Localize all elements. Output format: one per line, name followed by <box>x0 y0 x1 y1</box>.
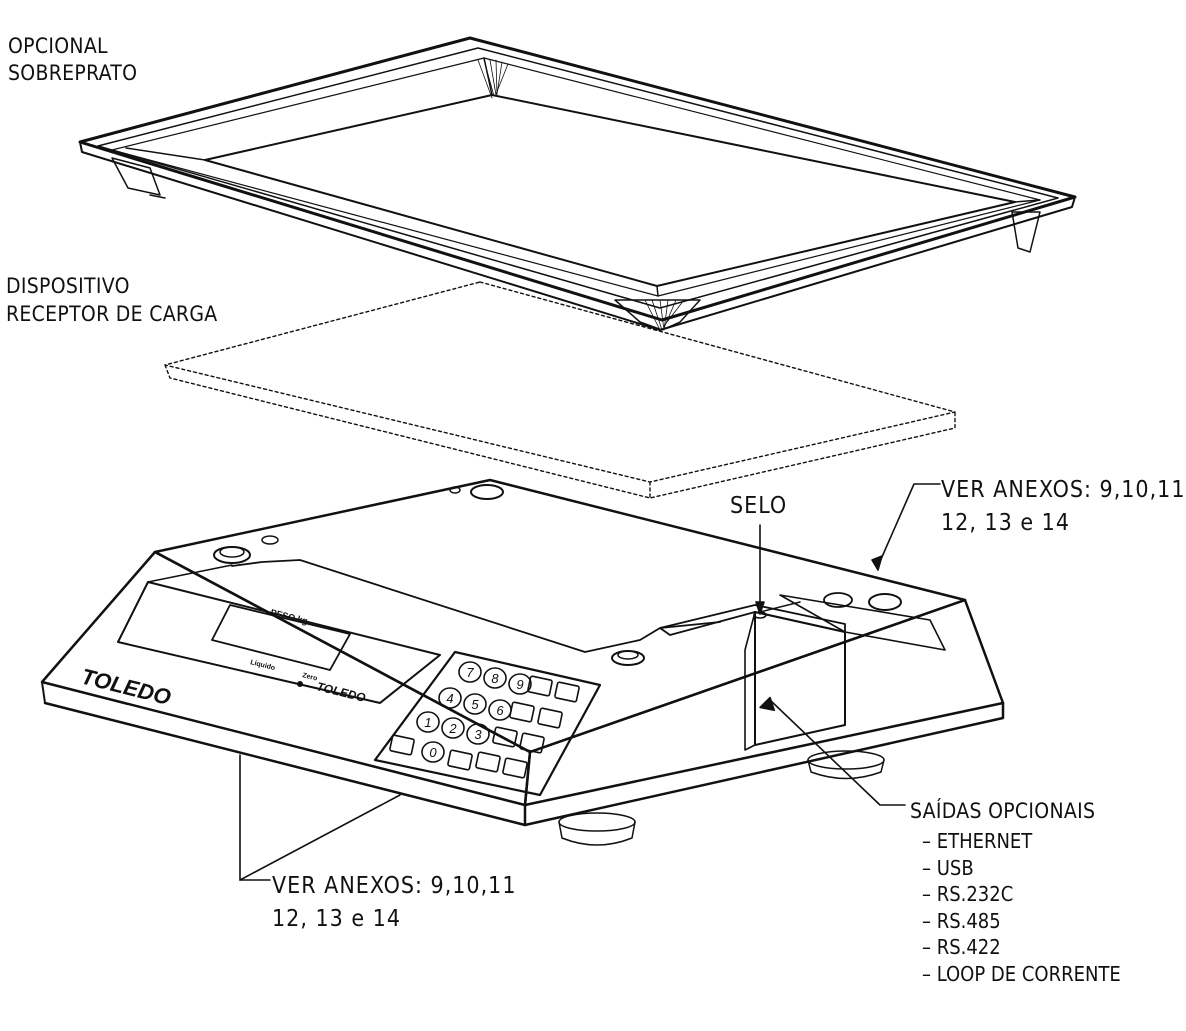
keypad-function-key <box>554 681 580 703</box>
keypad-function-key <box>519 732 545 754</box>
keypad-key-2 <box>441 717 465 739</box>
label-load-receptor: DISPOSITIVO RECEPTOR DE CARGA <box>6 272 218 328</box>
label-optional-tray-line2: SOBREPRATO <box>8 61 138 85</box>
label-annexes-bottom: VER ANEXOS: 9,10,11 12, 13 e 14 <box>272 870 517 936</box>
keypad-key-5 <box>463 693 487 715</box>
keypad-key-1 <box>416 711 440 733</box>
optional-outputs-list: ETHERNET USB RS.232C RS.485 RS.422 LOOP … <box>922 828 1121 987</box>
keypad-digit-1: 1 <box>424 715 431 730</box>
output-item-current-loop: LOOP DE CORRENTE <box>922 961 1121 988</box>
display-label-zero: Zero <box>302 672 318 682</box>
scale-foot <box>558 750 885 846</box>
label-load-receptor-line2: RECEPTOR DE CARGA <box>6 302 218 326</box>
load-receptor-plate <box>164 281 956 499</box>
keypad-key-3 <box>466 723 490 745</box>
label-annexes-top-line1: VER ANEXOS: 9,10,11 <box>941 477 1186 503</box>
keypad-digit-3: 3 <box>474 727 482 742</box>
keypad-key-0 <box>421 741 445 763</box>
keypad-function-key <box>475 751 501 773</box>
keypad-keys: 7 8 9 4 5 6 1 2 3 0 <box>389 661 580 779</box>
label-seal-text: SELO <box>730 493 788 519</box>
keypad-digit-4: 4 <box>446 691 453 706</box>
keypad-key-9 <box>508 673 532 695</box>
output-item-ethernet: ETHERNET <box>922 828 1121 855</box>
keypad-digit-6: 6 <box>496 703 504 718</box>
keypad-digit-8: 8 <box>491 671 499 686</box>
sobreprato-tray <box>78 36 1077 331</box>
label-annexes-top-line2: 12, 13 e 14 <box>941 510 1070 536</box>
output-item-rs422: RS.422 <box>922 934 1121 961</box>
keypad-function-key <box>389 734 415 756</box>
label-annexes-top: VER ANEXOS: 9,10,11 12, 13 e 14 <box>941 474 1186 540</box>
logo-dot-icon <box>297 681 303 687</box>
keypad-function-key <box>447 749 473 771</box>
label-optional-outputs: SAÍDAS OPCIONAIS <box>910 798 1095 825</box>
brand-logo-display: TOLEDO <box>315 679 367 705</box>
label-annexes-bottom-line1: VER ANEXOS: 9,10,11 <box>272 873 517 899</box>
keypad-function-key <box>537 707 563 729</box>
leader-lines <box>239 483 941 881</box>
scale-body: 7 8 9 4 5 6 1 2 3 0 <box>40 478 1005 846</box>
label-load-receptor-line1: DISPOSITIVO <box>6 274 130 298</box>
keypad-digit-7: 7 <box>466 665 474 680</box>
label-seal: SELO <box>730 490 787 523</box>
keypad-digit-5: 5 <box>471 697 479 712</box>
keypad-function-key <box>492 726 518 748</box>
display-label-net: Líquido <box>250 659 276 672</box>
label-optional-tray: OPCIONAL SOBREPRATO <box>8 33 137 87</box>
output-item-usb: USB <box>922 855 1121 882</box>
keypad-function-key <box>502 757 528 779</box>
label-optional-tray-line1: OPCIONAL <box>8 34 108 58</box>
keypad-key-7 <box>458 661 482 683</box>
keypad-digit-2: 2 <box>448 721 457 736</box>
keypad-function-key <box>509 701 535 723</box>
keypad-digit-0: 0 <box>429 745 437 760</box>
keypad-key-8 <box>483 667 507 689</box>
label-optional-outputs-title: SAÍDAS OPCIONAIS <box>910 799 1096 823</box>
keypad-digit-9: 9 <box>516 677 523 692</box>
output-item-rs485: RS.485 <box>922 908 1121 935</box>
keypad-key-4 <box>438 687 462 709</box>
keypad-function-key <box>527 675 553 697</box>
label-annexes-bottom-line2: 12, 13 e 14 <box>272 906 401 932</box>
output-item-rs232c: RS.232C <box>922 881 1121 908</box>
